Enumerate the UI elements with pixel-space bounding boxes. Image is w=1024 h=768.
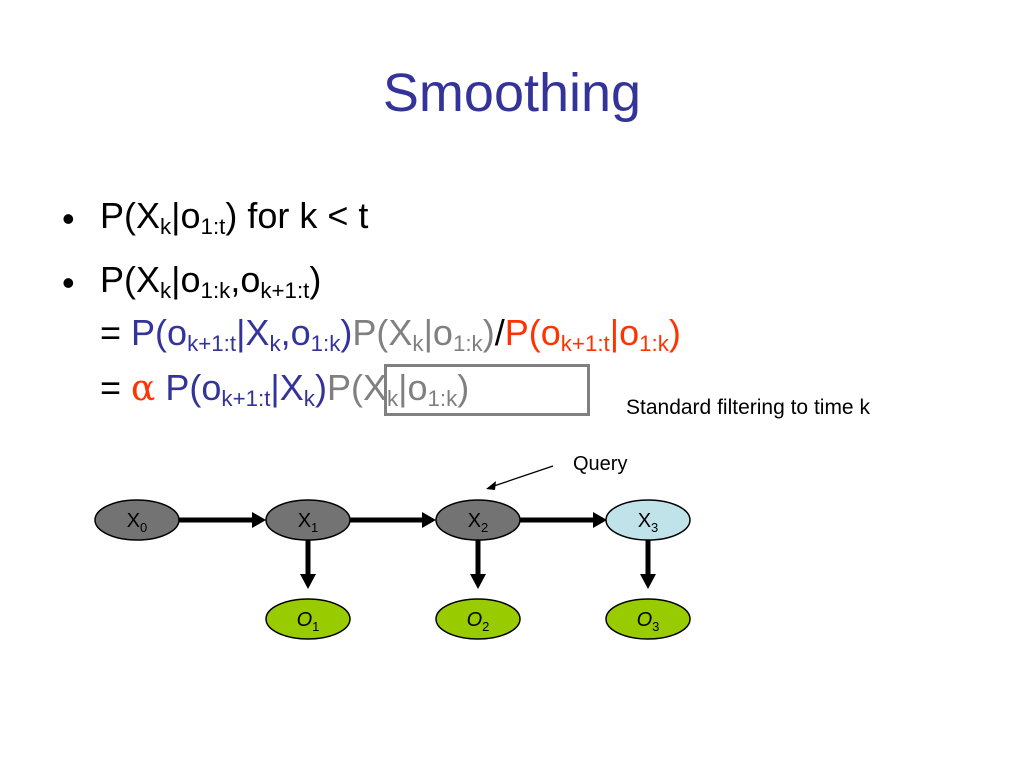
- filtering-note: Standard filtering to time k: [626, 396, 870, 419]
- state-node-x3: X3: [605, 499, 691, 541]
- equation-line-2: = α P(ok+1:t|Xk)P(Xk|o1:k): [100, 367, 470, 412]
- query-label: Query: [573, 453, 628, 475]
- svg-text:O3: O3: [637, 609, 660, 634]
- svg-text:X1: X1: [298, 510, 319, 535]
- eq2-b-c: ): [314, 367, 327, 408]
- svg-text:O2: O2: [467, 609, 490, 634]
- transition-arrowhead-2-3: [593, 512, 607, 528]
- eq1-g-s2: 1:k: [452, 331, 483, 357]
- eq2-b-s2: k: [303, 386, 315, 412]
- eq1-slash: /: [494, 312, 505, 353]
- svg-text:X0: X0: [127, 510, 148, 535]
- state-node-x0: X0: [94, 499, 180, 541]
- observation-node-o3: O3: [605, 598, 691, 640]
- eq2-g-c: ): [457, 367, 470, 408]
- bullet-marker: •: [62, 262, 75, 303]
- eq1-blue-term: P(ok+1:t|Xk,o1:k): [131, 312, 353, 357]
- b2-k: k: [160, 278, 172, 304]
- bullet-marker: •: [62, 198, 75, 239]
- slide-title: Smoothing: [382, 63, 642, 123]
- state-node-x2: X2: [435, 499, 521, 541]
- emission-arrowhead-3: [640, 574, 656, 589]
- b1-sub: 1:t: [200, 214, 226, 240]
- b2-sub2: k+1:t: [260, 278, 310, 304]
- equation-line-1: = P(ok+1:t|Xk,o1:k)P(Xk|o1:k)/P(ok+1:t|o…: [100, 312, 681, 357]
- eq2-g-s1: k: [386, 386, 399, 412]
- eq2-equals: =: [100, 367, 122, 408]
- observation-node-o2: O2: [435, 598, 521, 640]
- eq1-b-c: ): [340, 312, 353, 353]
- b1-p: P(X: [100, 195, 161, 236]
- b1-rest: ) for k < t: [225, 195, 369, 236]
- query-arrow-head: [486, 481, 496, 490]
- eq1-b-x: |X: [236, 312, 270, 353]
- query-arrow: [490, 465, 554, 488]
- svg-text:O1: O1: [297, 609, 320, 634]
- b2-p: P(X: [100, 259, 161, 300]
- emission-arrowhead-2: [470, 574, 486, 589]
- alpha-symbol: α: [131, 368, 156, 409]
- eq2-gray-term: P(Xk|o1:k): [326, 367, 470, 412]
- eq1-r-s1: k+1:t: [560, 331, 610, 357]
- eq1-b-s2: k: [269, 331, 281, 357]
- eq1-r-s2: 1:k: [639, 331, 669, 357]
- eq1-r-o: |o: [609, 312, 640, 353]
- observation-node-o1: O1: [265, 598, 351, 640]
- eq2-g-s2: 1:k: [427, 386, 458, 412]
- eq2-b-s1: k+1:t: [221, 386, 271, 412]
- eq1-b-o: ,o: [280, 312, 311, 353]
- eq1-gray-term: P(Xk|o1:k): [352, 312, 495, 357]
- eq1-b-s3: 1:k: [310, 331, 341, 357]
- transition-arrowhead-0-1: [252, 512, 266, 528]
- eq1-equals: =: [100, 312, 122, 353]
- eq1-r-p: P(o: [504, 312, 561, 353]
- eq2-g-p: P(X: [326, 367, 387, 408]
- eq1-g-s1: k: [412, 331, 424, 357]
- eq2-g-o: |o: [398, 367, 428, 408]
- state-node-x1: X1: [265, 499, 351, 541]
- b2-comma-o: ,o: [230, 259, 261, 300]
- eq1-b-s1: k+1:t: [187, 331, 237, 357]
- filtering-highlight-box: [384, 364, 590, 416]
- bullet-2: P(Xk|o1:k,ok+1:t): [100, 259, 322, 302]
- svg-text:X2: X2: [468, 510, 489, 535]
- eq1-red-term: P(ok+1:t|o1:k): [504, 312, 681, 357]
- eq1-b-p: P(o: [131, 312, 188, 353]
- b2-bar-o: |o: [171, 259, 201, 300]
- transition-arrowhead-1-2: [422, 512, 436, 528]
- eq1-g-c: ): [482, 312, 495, 353]
- eq2-blue-term: P(ok+1:t|Xk): [165, 367, 327, 412]
- eq1-g-o: |o: [423, 312, 453, 353]
- eq2-b-p: P(o: [165, 367, 222, 408]
- b1-k: k: [160, 214, 172, 240]
- bullet-1: P(Xk|o1:t) for k < t: [100, 195, 369, 238]
- svg-text:X3: X3: [638, 510, 659, 535]
- b2-sub1: 1:k: [200, 278, 231, 304]
- b1-bar-o: |o: [171, 195, 201, 236]
- emission-arrowhead-1: [300, 574, 316, 589]
- b2-close: ): [309, 259, 322, 300]
- eq1-r-c: ): [668, 312, 681, 353]
- eq2-b-x: |X: [270, 367, 304, 408]
- eq1-g-p: P(X: [352, 312, 413, 353]
